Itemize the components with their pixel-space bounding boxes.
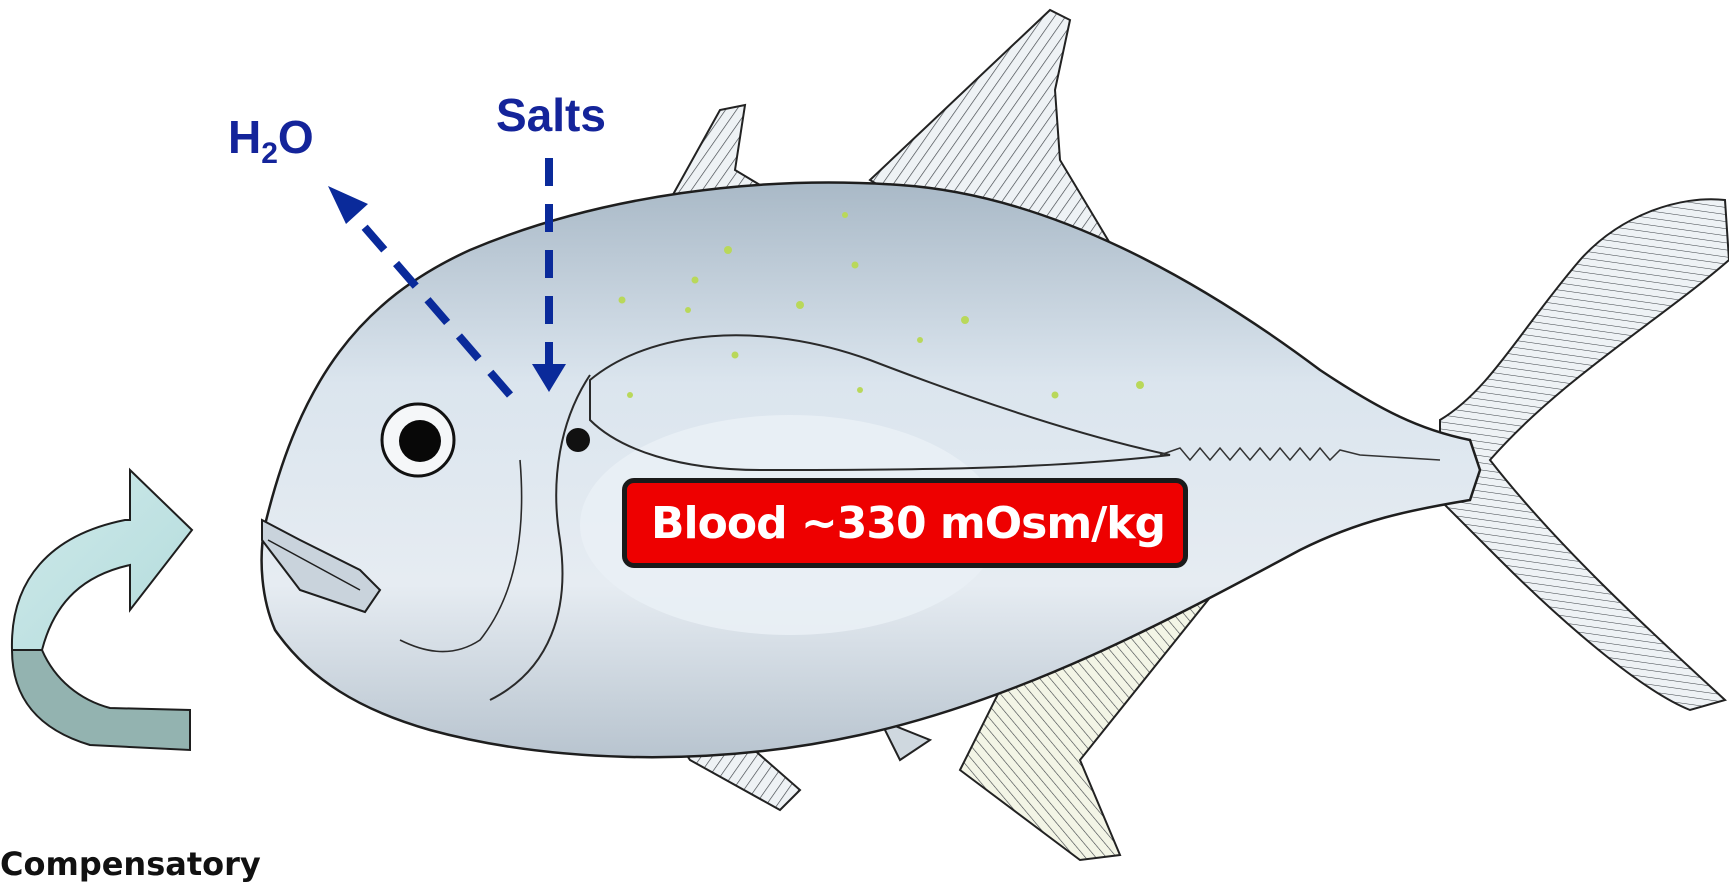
gill-spot — [566, 428, 590, 452]
salts-label: Salts — [496, 88, 606, 142]
curved-arrow-icon — [12, 470, 192, 650]
pupil — [399, 420, 441, 462]
water-label: H2O — [228, 110, 314, 171]
compensatory-label: Compensatory — [0, 845, 261, 883]
blood-osmolality-box: Blood ~330 mOsm/kg — [622, 478, 1188, 568]
blood-osmolality-text: Blood ~330 mOsm/kg — [651, 498, 1165, 549]
water-label-o: O — [278, 111, 314, 163]
compensation-arrow — [12, 470, 192, 750]
curved-arrow-back — [12, 650, 190, 750]
tail-fin — [1440, 199, 1729, 710]
water-label-subscript: 2 — [261, 137, 278, 170]
water-label-h: H — [228, 111, 261, 163]
water-arrow-head-icon — [328, 186, 368, 224]
fish — [262, 10, 1729, 860]
